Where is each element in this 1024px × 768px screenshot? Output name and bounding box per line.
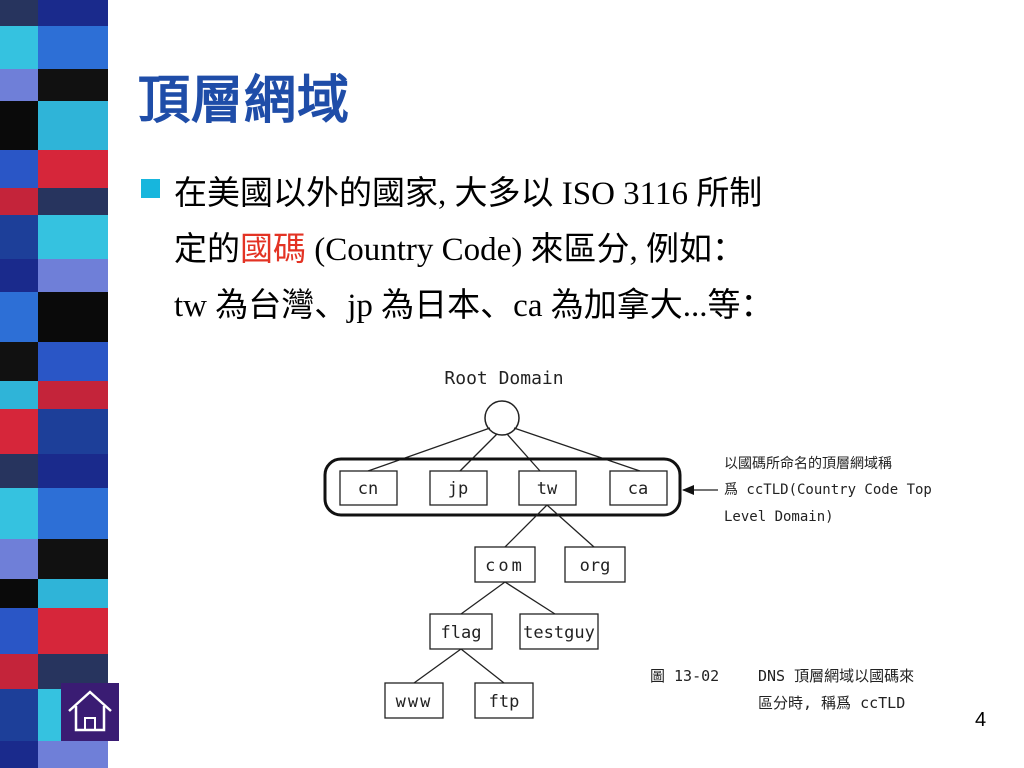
stripe-band [0,454,38,488]
root-domain-label: Root Domain [444,368,563,389]
label-testguy: testguy [523,623,595,643]
annotation-arrow [682,485,718,495]
node-flag [429,613,493,650]
stripe-band [0,215,38,259]
stripe-band [0,292,38,342]
tld-node-ca [609,470,668,506]
tld-label-jp: jp [448,479,468,499]
page-title: 頂層網域 [138,71,351,131]
caption-line-1: DNS 頂層網域以國碼來 [758,667,914,685]
root-edges [367,427,641,472]
cctld-group [323,457,682,517]
root-node [484,400,520,436]
label-ftp: ftp [489,692,520,712]
stripe-band [0,608,38,654]
bullet-line-3: tw 為台灣、jp 為日本、ca 為加拿大...等： [174,288,774,324]
node-org [564,546,626,583]
annotation-line-2: 爲 ccTLD(Country Code Top [724,482,932,498]
tld-label-cn: cn [358,479,378,499]
stripe-band [0,654,38,689]
stripe-band [38,292,108,342]
stripe-band [0,689,38,741]
bullet-line-2-end: (Country Code) 來區分, 例如： [306,232,746,268]
node-ftp [474,682,534,719]
label-flag: flag [441,623,482,643]
stripe-band [38,454,108,488]
stripe-band [0,26,38,69]
stripe-band [38,381,108,409]
caption-figure-number: 圖 13-02 [650,667,719,685]
stripe-band [0,259,38,292]
home-button[interactable] [61,683,119,741]
stripe-band [38,539,108,579]
page-number: 4 [975,709,987,731]
annotation-line-3: Level Domain) [724,509,834,525]
stripe-band [38,101,108,150]
stripe-band [38,188,108,215]
stripe-band [0,539,38,579]
stripe-band [38,150,108,188]
bullet-line-2: 定的國碼 (Country Code) 來區分, 例如： [174,222,1004,278]
bullet-line-2-start: 定的 [174,232,240,268]
annotation-line-1: 以國碼所命名的頂層網域稱 [724,455,892,472]
tld-label-tw: tw [537,479,558,499]
bullet-square-icon [141,179,160,198]
stripe-band [0,101,38,150]
home-icon [68,690,112,732]
stripe-band [0,0,38,26]
stripe-band [38,741,108,768]
bullet-line-1: 在美國以外的國家, 大多以 ISO 3116 所制 [174,176,763,212]
stripe-band [0,381,38,409]
node-com [474,546,536,583]
stripe-band [38,409,108,454]
stripe-band [38,342,108,381]
figure-caption: 圖 13-02 DNS 頂層網域以國碼來 區分時, 稱爲 ccTLD [650,667,914,712]
stripe-band [0,342,38,381]
stripe-band [38,488,108,539]
stripe-band [38,26,108,69]
node-testguy [519,613,599,650]
tld-label-ca: ca [628,479,648,499]
label-com: com [485,556,525,576]
cctld-annotation: 以國碼所命名的頂層網域稱 爲 ccTLD(Country Code Top Le… [724,455,932,525]
caption-line-2: 區分時, 稱爲 ccTLD [758,694,905,712]
stripe-band [38,579,108,608]
decorative-stripe [0,0,120,768]
stripe-band [38,259,108,292]
stripe-band [0,69,38,101]
stripe-band [0,488,38,539]
stripe-band [0,409,38,454]
stripe-band [38,0,108,26]
node-www [384,682,444,719]
bullet-text: 在美國以外的國家, 大多以 ISO 3116 所制 定的國碼 (Country … [174,166,1004,334]
country-code-highlight: 國碼 [240,232,306,268]
label-org: org [580,556,611,576]
stripe-band [38,608,108,654]
label-www: www [396,692,433,712]
tld-node-cn [339,470,398,506]
stripe-band [38,215,108,259]
stripe-band [0,579,38,608]
tld-node-jp [429,470,488,506]
stripe-band [38,69,108,101]
stripe-band [0,741,38,768]
stripe-band [0,150,38,188]
stripe-band [0,188,38,215]
tld-node-tw [518,470,577,506]
